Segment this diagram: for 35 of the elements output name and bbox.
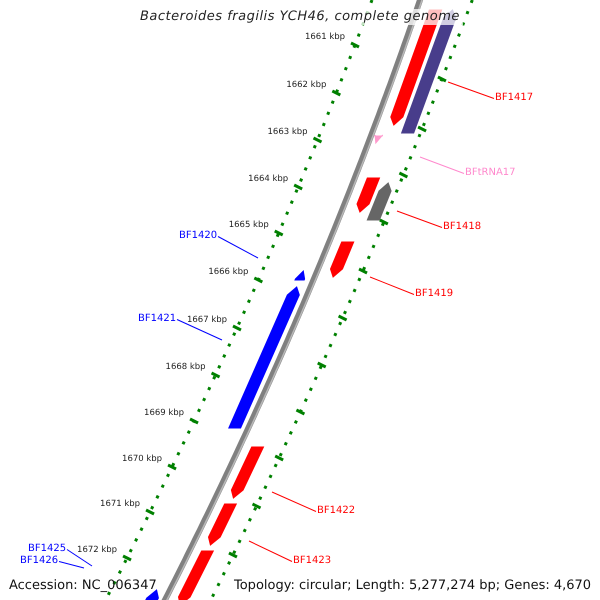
tick-label: 1671 kbp [100, 500, 140, 510]
tick-label: 1666 kbp [208, 268, 248, 278]
tick-label: 1663 kbp [268, 128, 308, 138]
tick-label: 1672 kbp [77, 546, 118, 556]
leader-line [176, 319, 222, 340]
tick-label: 1661 kbp [304, 33, 346, 42]
gene-label: BF1420 [179, 230, 218, 241]
map-title: Bacteroides fragilis YCH46, complete genome [137, 9, 463, 26]
tick-label: 1667 kbp [186, 316, 228, 326]
leader-line [66, 549, 92, 566]
genome-summary-text: Topology: circular; Length: 5,277,274 bp; Genes: 4,670 [234, 579, 592, 594]
gene-label: BF1421 [138, 313, 176, 324]
leader-line [58, 561, 84, 568]
tick-label: 1668 kbp [166, 363, 206, 372]
tick-label: 1664 kbp [248, 175, 288, 184]
gene-label: BFtRNA17 [465, 167, 516, 178]
leader-line [272, 492, 316, 512]
tick-label: 1669 kbp [144, 409, 184, 418]
gene-label: BF1423 [293, 555, 332, 566]
tick-label: 1662 kbp [286, 81, 326, 90]
leader-line [396, 210, 442, 228]
leader-line [248, 540, 292, 562]
leader-line [448, 82, 494, 99]
leader-line [218, 236, 258, 258]
gene-label: BF1417 [495, 92, 534, 103]
gene-label: BF1425 [28, 543, 66, 554]
tick-label: 1665 kbp [228, 221, 269, 230]
gene-label: BF1419 [415, 288, 454, 299]
leader-line [370, 276, 414, 295]
gene-label: BF1426 [20, 555, 58, 566]
gene-label: BF1422 [317, 505, 356, 516]
gene-label: BF1418 [443, 221, 482, 232]
tick-label: 1670 kbp [122, 455, 162, 464]
accession-text: Accession: NC_006347 [9, 579, 157, 594]
leader-line [420, 156, 464, 174]
